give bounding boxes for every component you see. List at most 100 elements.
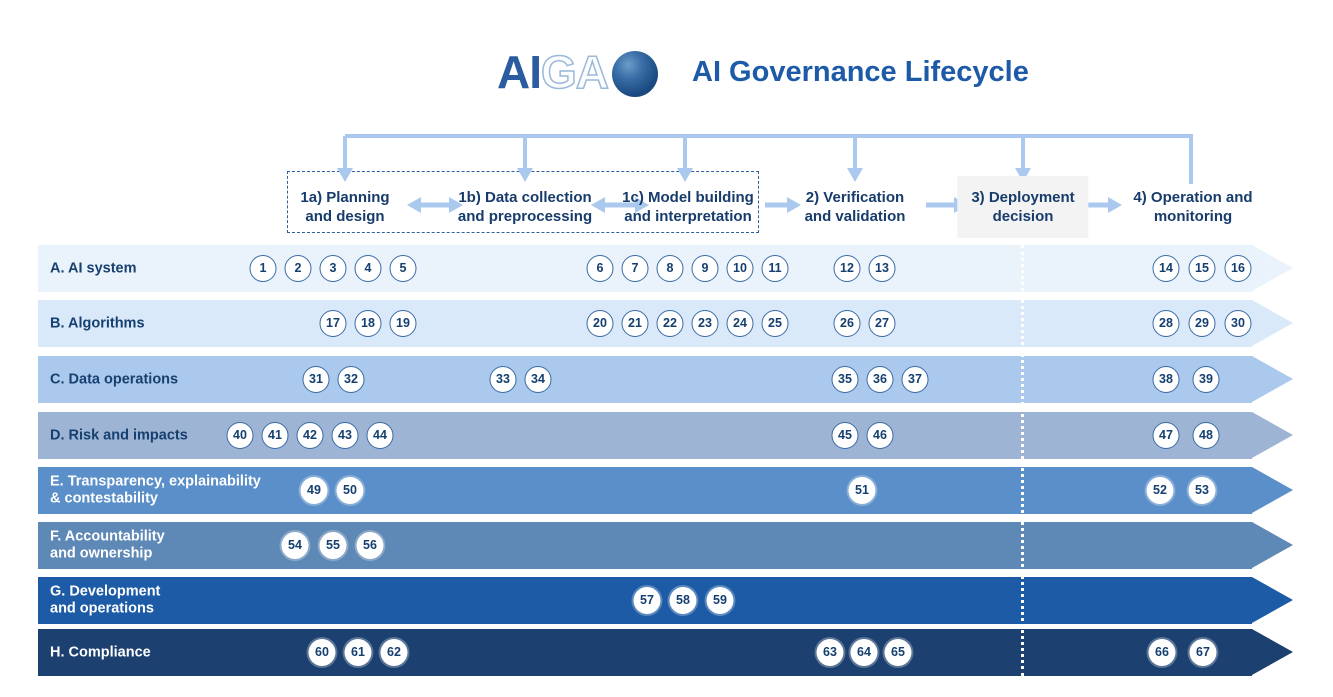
practice-circle-20: 20 (586, 310, 614, 337)
practice-circle-43: 43 (331, 422, 359, 449)
practice-circle-67: 67 (1189, 639, 1217, 666)
practice-circle-23: 23 (691, 310, 719, 337)
practice-circle-30: 30 (1224, 310, 1252, 337)
band-label-A: A. AI system (50, 260, 137, 278)
practice-circle-45: 45 (831, 422, 859, 449)
phase-label-line: 2) Verification (805, 189, 905, 206)
practice-circle-5: 5 (389, 255, 417, 282)
band-arrow-tip (1252, 356, 1293, 402)
practice-circle-49: 49 (300, 477, 328, 504)
practice-circle-10: 10 (726, 255, 754, 282)
practice-circle-15: 15 (1188, 255, 1216, 282)
practice-circle-6: 6 (586, 255, 614, 282)
practice-circle-41: 41 (261, 422, 289, 449)
phase-label-line: 1a) Planning (300, 189, 390, 206)
practice-circle-54: 54 (281, 532, 309, 559)
practice-circle-40: 40 (226, 422, 254, 449)
band-arrow-tip (1252, 300, 1293, 346)
band-label-line: & contestability (50, 490, 158, 507)
practice-circle-22: 22 (656, 310, 684, 337)
practice-circle-32: 32 (337, 366, 365, 393)
band-label-line: G. Development (50, 583, 161, 599)
band-label-line: H. Compliance (50, 643, 151, 660)
practice-circle-48: 48 (1192, 422, 1220, 449)
band-label-H: H. Compliance (50, 644, 151, 662)
band-label-line: C. Data operations (50, 370, 179, 387)
practice-circle-44: 44 (366, 422, 394, 449)
globe-sphere-icon (612, 51, 658, 97)
band-label-line: F. Accountability (50, 528, 165, 544)
practice-circle-17: 17 (319, 310, 347, 337)
practice-circle-28: 28 (1152, 310, 1180, 337)
phase-label-line: and preprocessing (457, 208, 593, 225)
practice-circle-61: 61 (344, 639, 372, 666)
practice-circle-3: 3 (319, 255, 347, 282)
phase-label-line: 4) Operation and (1133, 189, 1253, 206)
practice-circle-64: 64 (850, 639, 878, 666)
practice-circle-7: 7 (621, 255, 649, 282)
phase-label-line: 1b) Data collection (458, 189, 592, 206)
practice-circle-21: 21 (621, 310, 649, 337)
practice-circle-8: 8 (656, 255, 684, 282)
practice-circle-9: 9 (691, 255, 719, 282)
practice-circle-51: 51 (848, 477, 876, 504)
practice-circle-14: 14 (1152, 255, 1180, 282)
phase-label-line: and interpretation (624, 208, 752, 225)
aiga-logo: AIGA (497, 46, 610, 98)
band-label-line: E. Transparency, explainability (50, 473, 261, 489)
practice-circle-39: 39 (1192, 366, 1220, 393)
practice-circle-25: 25 (761, 310, 789, 337)
practice-circle-47: 47 (1152, 422, 1180, 449)
practice-circle-31: 31 (302, 366, 330, 393)
band-label-C: C. Data operations (50, 371, 178, 389)
practice-circle-13: 13 (868, 255, 896, 282)
band-arrow-tip (1252, 629, 1293, 675)
practice-circle-12: 12 (833, 255, 861, 282)
band-label-line: A. AI system (50, 259, 137, 276)
band-label-D: D. Risk and impacts (50, 427, 188, 445)
band-label-line: and ownership (50, 545, 153, 562)
practice-circle-50: 50 (336, 477, 364, 504)
practice-circle-38: 38 (1152, 366, 1180, 393)
practice-circle-37: 37 (901, 366, 929, 393)
practice-circle-42: 42 (296, 422, 324, 449)
band-arrow-tip (1252, 412, 1293, 458)
practice-circle-35: 35 (831, 366, 859, 393)
phase-label-line: monitoring (1153, 208, 1233, 225)
practice-circle-24: 24 (726, 310, 754, 337)
lifecycle-band-E: E. Transparency, explainability& contest… (38, 467, 1252, 514)
phase-label-line: 1c) Model building (622, 189, 754, 206)
band-label-E: E. Transparency, explainability& contest… (50, 473, 261, 508)
practice-circle-62: 62 (380, 639, 408, 666)
practice-circle-34: 34 (524, 366, 552, 393)
aiga-logo-ga: GA (540, 46, 610, 98)
practice-circle-53: 53 (1188, 477, 1216, 504)
practice-circle-56: 56 (356, 532, 384, 559)
practice-circle-16: 16 (1224, 255, 1252, 282)
page-title: AI Governance Lifecycle (692, 56, 1029, 88)
practice-circle-63: 63 (816, 639, 844, 666)
practice-circle-18: 18 (354, 310, 382, 337)
practice-circle-29: 29 (1188, 310, 1216, 337)
practice-circle-52: 52 (1146, 477, 1174, 504)
practice-circle-27: 27 (868, 310, 896, 337)
practice-circle-1: 1 (249, 255, 277, 282)
phase-label-1b: 1b) Data collection and preprocessing (458, 188, 592, 226)
phase-label-line: decision (992, 208, 1054, 225)
practice-circle-4: 4 (354, 255, 382, 282)
practice-circle-57: 57 (633, 587, 661, 614)
aiga-logo-ai: AI (497, 46, 542, 98)
